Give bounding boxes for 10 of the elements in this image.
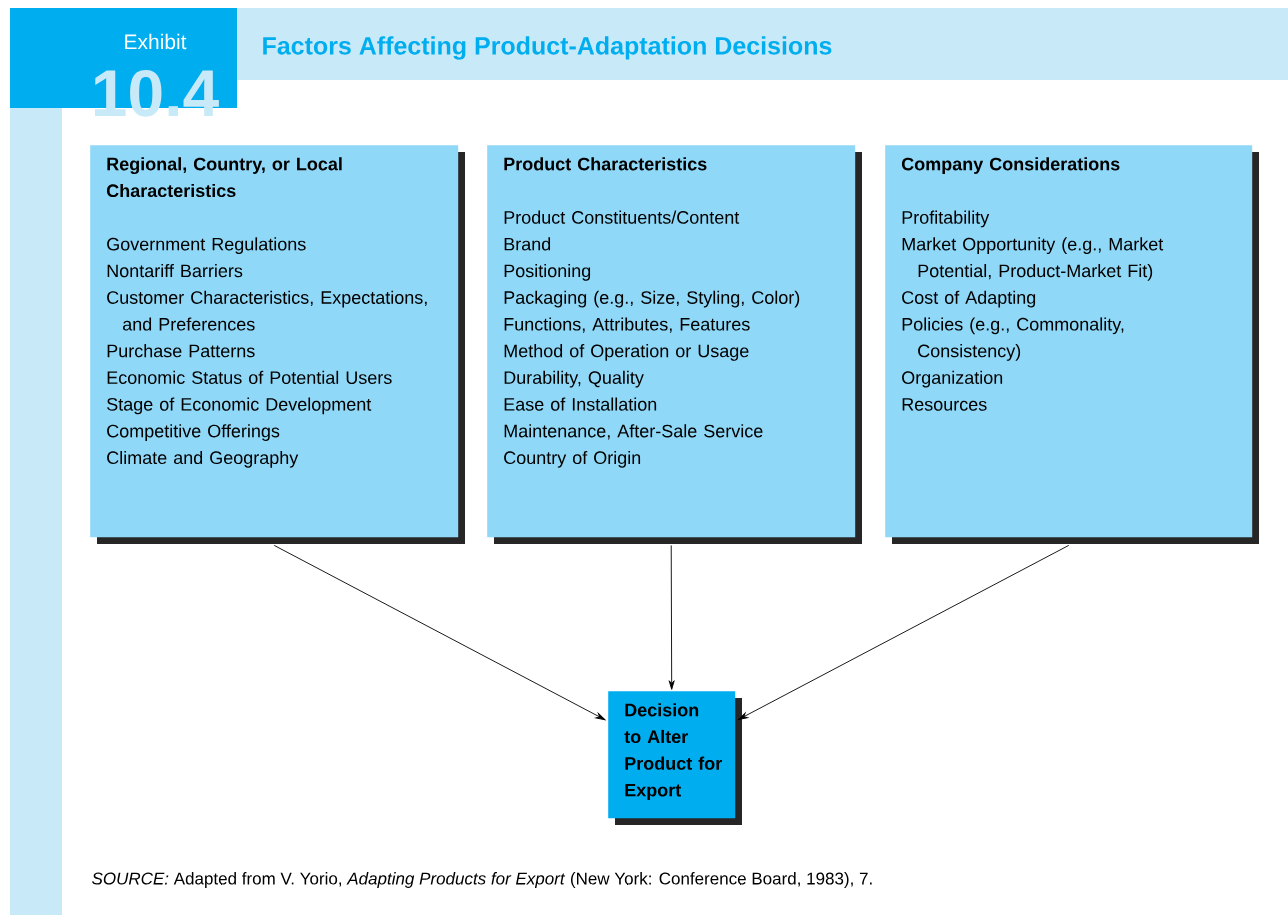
exhibit-label: Exhibit	[125, 33, 187, 50]
arrow	[668, 544, 675, 690]
title: Factors Affecting Product-Adaptation Decisions	[263, 36, 832, 60]
factor-box: Product Characteristics Product Constituents/Content Brand Positioning Packaging (e.g., Size, Styling, Color) Functions, Attributes, Features Method of Operation or Usage Durability, Quality Ease of Installation Maintenance, After-Sale Service Country of Origin	[487, 145, 862, 544]
decision-box: Decision to Alter Product for Export	[608, 691, 742, 825]
factor-box: Company Considerations Profitability Market Opportunity (e.g., Market Potential, Product-Market Fit) Cost of Adapting Policies (e.g., Commonality, Consistency) Organization Resources	[885, 145, 1259, 544]
arrow	[273, 544, 606, 721]
arrow	[738, 544, 1070, 720]
factor-box: Regional, Country, or Local Characteristics Government Regulations Nontariff Barriers Customer Characteristics, Expectations, and Preferences Purchase Patterns Economic Status of Potential Users Stage of Economic Development Competitive Offerings Climate and Geography	[90, 145, 465, 544]
source-note: SOURCE: Adapted from V. Yorio, Adapting Products for Export (New York: Conference Board, 1983), 7.	[92, 872, 872, 888]
